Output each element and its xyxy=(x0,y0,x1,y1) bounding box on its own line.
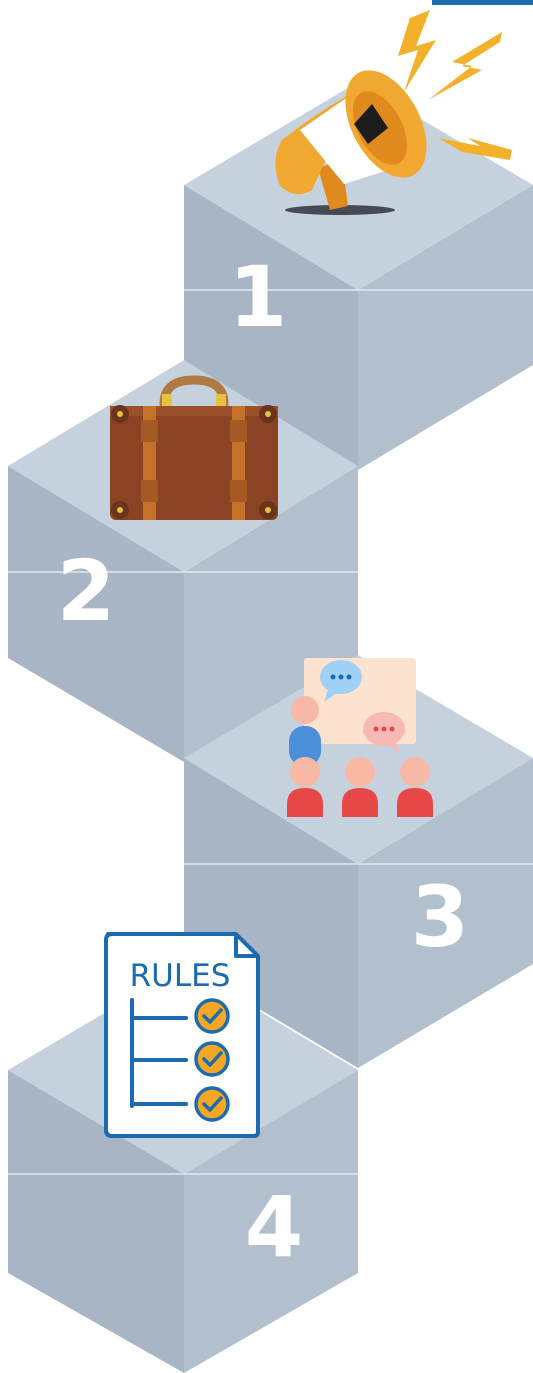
presenter-person-icon xyxy=(289,696,321,766)
cube-4-right-face xyxy=(184,1070,358,1373)
step-1-block: 1 xyxy=(184,10,533,470)
audience-person-icon xyxy=(287,757,323,817)
chat-bubble-blue-icon xyxy=(320,660,362,702)
cube-4-left-face xyxy=(8,1070,184,1373)
rules-title: RULES xyxy=(130,958,231,994)
rules-document xyxy=(104,932,260,1138)
step-3-number: 3 xyxy=(411,868,469,966)
checkmark-icon xyxy=(194,1041,230,1077)
step-2-block: 2 xyxy=(8,360,358,762)
cube-3-right-face xyxy=(358,758,533,1068)
cube-2-right-face xyxy=(184,466,358,762)
checkmark-icon xyxy=(194,998,230,1034)
step-2-number: 2 xyxy=(57,542,115,640)
suitcase-icon xyxy=(110,375,278,520)
audience-person-icon xyxy=(397,757,433,817)
chat-bubble-pink-icon xyxy=(363,712,405,754)
step-3-block: 3 xyxy=(184,655,533,1068)
cube-2-left-face xyxy=(8,466,184,762)
presentation-meeting-icon xyxy=(287,658,433,817)
cube-1-top-face xyxy=(184,82,533,290)
step-1-number: 1 xyxy=(229,248,287,346)
step-4-block: 4 RULES xyxy=(8,932,358,1373)
audience-person-icon xyxy=(342,757,378,817)
megaphone-icon xyxy=(275,10,512,215)
page-fold-icon xyxy=(234,934,258,958)
header-accent-bar xyxy=(432,0,533,5)
cube-1-left-face xyxy=(184,185,358,470)
cube-3-left-face xyxy=(184,758,358,1068)
rules-checklist-icon: RULES xyxy=(104,932,260,1138)
step-4-number: 4 xyxy=(245,1178,303,1276)
checkmark-icon xyxy=(194,1086,230,1122)
cube-1-right-face xyxy=(358,185,533,470)
